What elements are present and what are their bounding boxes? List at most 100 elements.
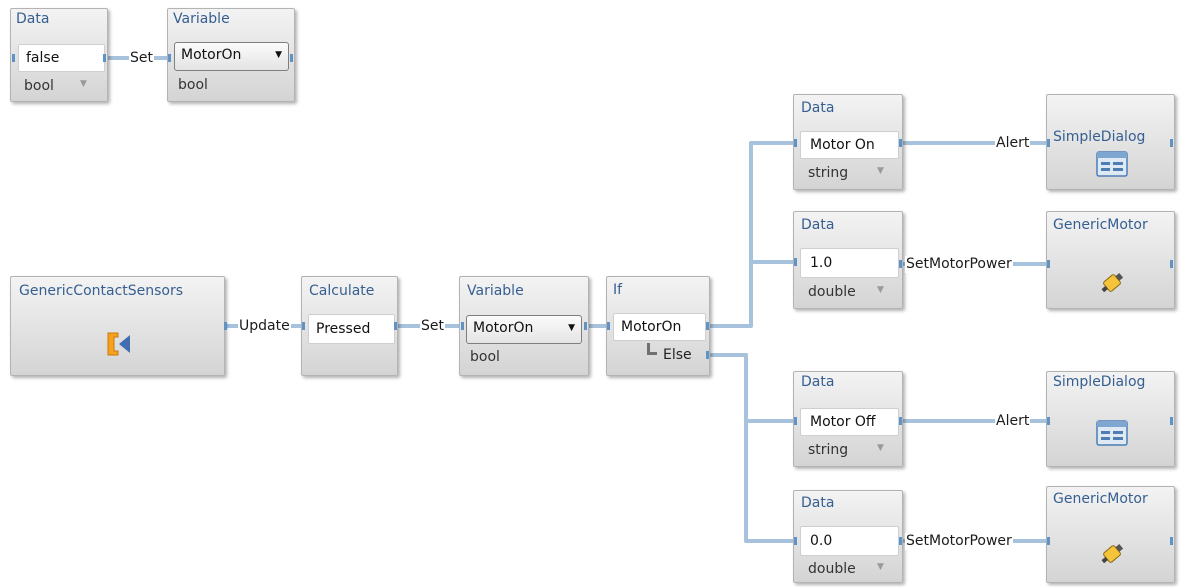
wire-label-alert: Alert (995, 135, 1031, 152)
block-title: Calculate (309, 283, 375, 299)
data-value-field[interactable]: false (18, 44, 105, 72)
data-block-motor-on[interactable]: Data Motor On string ▼ (793, 94, 903, 190)
wire-else-to-zero (744, 353, 794, 543)
variable-block-middle[interactable]: Variable MotorOn ▼ bool (459, 276, 589, 376)
input-pin[interactable] (794, 139, 797, 147)
generic-contact-sensors-block[interactable]: GenericContactSensors (10, 276, 225, 376)
data-value-field[interactable]: 0.0 (800, 526, 899, 556)
output-pin[interactable] (706, 351, 709, 359)
contact-sensor-icon (107, 332, 130, 356)
generic-motor-block-1[interactable]: GenericMotor (1046, 211, 1175, 309)
if-block[interactable]: If MotorOn Else (606, 276, 710, 376)
wire-label-update: Update (238, 318, 291, 335)
block-title: Variable (467, 283, 524, 299)
dialog-window-icon (1096, 420, 1128, 446)
output-pin[interactable] (1170, 537, 1173, 545)
else-branch-marker-icon (647, 343, 657, 355)
data-type-label: string (808, 442, 849, 458)
motor-icon (1101, 272, 1124, 293)
input-pin[interactable] (1047, 260, 1050, 268)
data-block-one[interactable]: Data 1.0 double ▼ (793, 211, 903, 309)
data-value-field[interactable]: Motor Off (800, 408, 899, 436)
variable-select-value: MotorOn (473, 320, 534, 336)
chevron-down-icon: ▼ (568, 323, 575, 333)
calculate-expression-field[interactable]: Pressed (308, 314, 395, 344)
output-pin[interactable] (706, 322, 709, 330)
block-title: If (613, 282, 623, 298)
output-pin[interactable] (899, 417, 902, 425)
data-value-field[interactable]: Motor On (800, 131, 899, 159)
input-pin[interactable] (607, 322, 610, 330)
data-type-label: double (808, 561, 856, 577)
input-pin[interactable] (794, 537, 797, 545)
data-type-select[interactable]: double ▼ (808, 284, 898, 302)
block-title: Data (16, 11, 50, 27)
output-pin[interactable] (1170, 260, 1173, 268)
block-title: GenericMotor (1053, 491, 1148, 507)
output-pin[interactable] (584, 322, 587, 330)
input-pin[interactable] (1047, 139, 1050, 147)
block-title: Variable (173, 11, 230, 27)
calculate-block[interactable]: Calculate Pressed (301, 276, 398, 376)
wire-if-to-motoron (709, 141, 794, 328)
output-pin[interactable] (899, 537, 902, 545)
chevron-down-icon: ▼ (877, 562, 884, 572)
wire-label-set-motor-power: SetMotorPower (905, 256, 1013, 273)
block-title: GenericMotor (1053, 217, 1148, 233)
wire-label-set: Set (420, 318, 445, 335)
variable-select-value: MotorOn (181, 47, 242, 63)
output-pin[interactable] (1170, 139, 1173, 147)
chevron-down-icon: ▼ (275, 50, 282, 60)
input-pin[interactable] (168, 54, 171, 62)
data-type-label: double (808, 284, 856, 300)
block-title: Data (801, 374, 835, 390)
variable-type-label: bool (470, 349, 500, 365)
dialog-window-icon (1096, 151, 1128, 177)
block-title: Data (801, 495, 835, 511)
simple-dialog-block-2[interactable]: SimpleDialog (1046, 371, 1175, 467)
block-title: GenericContactSensors (19, 283, 184, 299)
output-pin[interactable] (1170, 417, 1173, 425)
input-pin[interactable] (794, 258, 797, 266)
output-pin[interactable] (899, 260, 902, 268)
data-type-select[interactable]: string ▼ (808, 165, 898, 183)
output-pin[interactable] (899, 139, 902, 147)
variable-block-top[interactable]: Variable MotorOn ▼ bool (167, 8, 295, 102)
wire-label-alert: Alert (995, 413, 1031, 430)
output-pin[interactable] (290, 54, 293, 62)
generic-motor-block-2[interactable]: GenericMotor (1046, 486, 1175, 583)
chevron-down-icon: ▼ (80, 79, 87, 89)
data-block-false[interactable]: Data false bool ▼ (10, 8, 108, 102)
else-branch-label: Else (663, 347, 692, 363)
wire-label-set: Set (129, 50, 154, 67)
input-pin[interactable] (794, 417, 797, 425)
variable-select[interactable]: MotorOn ▼ (174, 42, 289, 71)
data-block-motor-off[interactable]: Data Motor Off string ▼ (793, 371, 903, 467)
if-condition-field[interactable]: MotorOn (613, 313, 706, 341)
data-type-label: string (808, 165, 849, 181)
data-type-select[interactable]: double ▼ (808, 561, 898, 579)
input-pin[interactable] (461, 322, 464, 330)
output-pin[interactable] (12, 54, 15, 62)
output-pin[interactable] (224, 322, 227, 330)
data-type-select[interactable]: string ▼ (808, 442, 898, 460)
output-pin[interactable] (103, 54, 106, 62)
wire-if-else-to-motoroff (709, 353, 794, 423)
input-pin[interactable] (1047, 537, 1050, 545)
variable-select[interactable]: MotorOn ▼ (466, 315, 582, 344)
output-pin[interactable] (394, 322, 397, 330)
simple-dialog-block-1[interactable]: SimpleDialog (1046, 94, 1175, 190)
input-pin[interactable] (1047, 417, 1050, 425)
data-type-label: bool (24, 78, 54, 94)
data-type-select[interactable]: bool ▼ (24, 78, 104, 96)
data-value-field[interactable]: 1.0 (800, 248, 899, 278)
block-title: SimpleDialog (1053, 374, 1146, 390)
block-title: SimpleDialog (1053, 129, 1146, 145)
variable-type-label: bool (178, 77, 208, 93)
input-pin[interactable] (302, 322, 305, 330)
wire-label-set-motor-power: SetMotorPower (905, 533, 1013, 550)
chevron-down-icon: ▼ (877, 443, 884, 453)
chevron-down-icon: ▼ (877, 166, 884, 176)
data-block-zero[interactable]: Data 0.0 double ▼ (793, 490, 903, 583)
block-title: Data (801, 100, 835, 116)
